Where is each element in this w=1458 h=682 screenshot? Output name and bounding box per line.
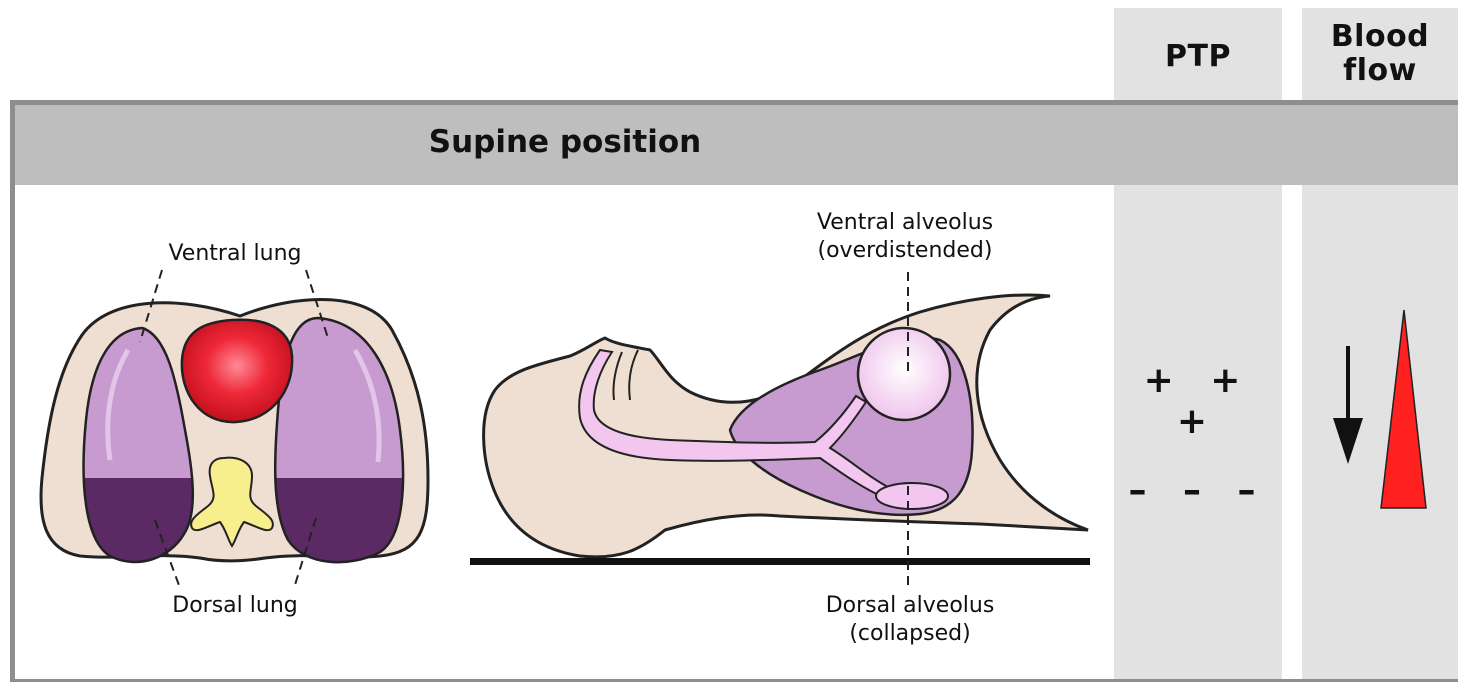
label-ventral-alveolus: Ventral alveolus (overdistended): [780, 209, 1030, 265]
label-ventral-lung: Ventral lung: [130, 240, 340, 268]
chest-cross-section: [41, 270, 428, 598]
down-arrow-icon: [1333, 418, 1363, 464]
label-ventral-alveolus-line1: Ventral alveolus: [780, 209, 1030, 237]
label-dorsal-alveolus-line1: Dorsal alveolus: [790, 592, 1030, 620]
supine-body-profile: [470, 272, 1090, 588]
label-dorsal-alveolus: Dorsal alveolus (collapsed): [790, 592, 1030, 648]
ptp-low-sign: – – –: [1114, 470, 1282, 511]
label-dorsal-lung: Dorsal lung: [130, 592, 340, 620]
table-surface: [470, 558, 1090, 565]
ptp-high-sign: + + +: [1114, 360, 1282, 442]
label-ventral-alveolus-line2: (overdistended): [780, 237, 1030, 265]
blood-flow-indicator: [1333, 310, 1426, 508]
ventral-alveolus: [858, 328, 950, 420]
dorsal-alveolus: [876, 483, 948, 509]
label-dorsal-alveolus-line2: (collapsed): [790, 620, 1030, 648]
gradient-triangle: [1381, 310, 1426, 508]
